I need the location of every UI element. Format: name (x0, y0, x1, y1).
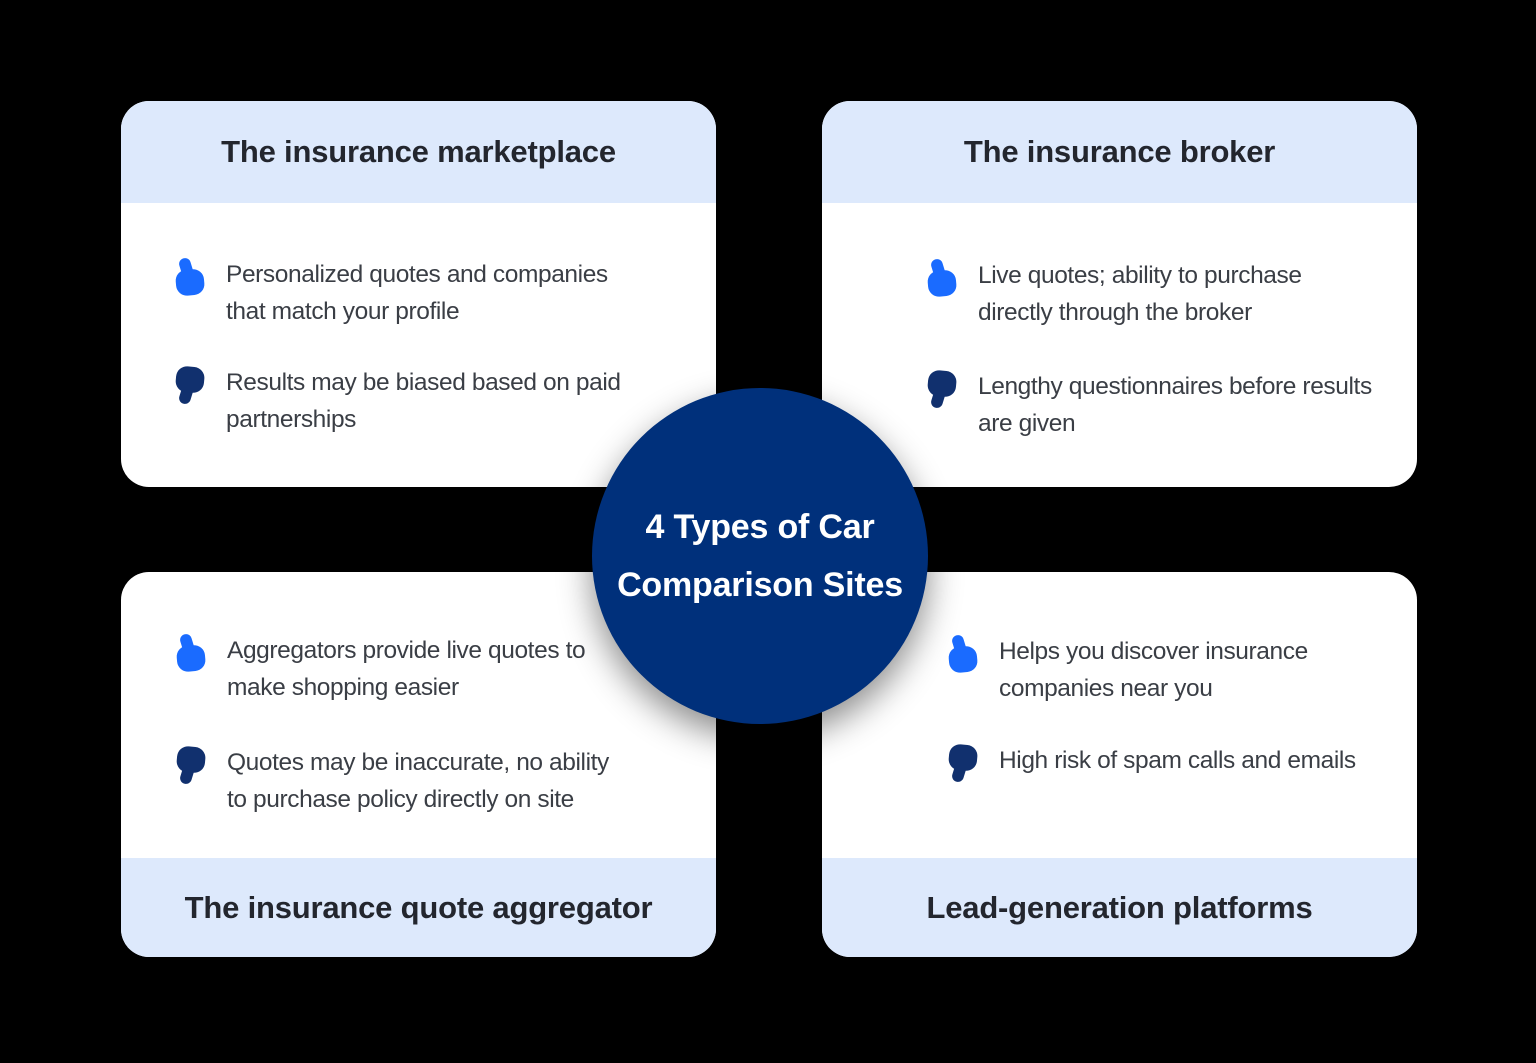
con-item: Quotes may be inaccurate, no ability to … (171, 744, 609, 818)
thumbs-down-icon (922, 369, 962, 409)
pro-item: Personalized quotes and companies that m… (170, 256, 608, 330)
card-insurance-marketplace: The insurance marketplace Personalized q… (121, 101, 716, 487)
con-item: Results may be biased based on paid part… (170, 364, 621, 438)
center-title-badge: 4 Types of Car Comparison Sites (592, 388, 928, 724)
card-header-band: The insurance broker (822, 101, 1417, 203)
thumbs-down-icon (171, 745, 211, 785)
con-text: Results may be biased based on paid part… (226, 369, 621, 433)
center-title-line1: 4 Types of Car (645, 508, 875, 546)
thumbs-up-icon (170, 257, 210, 297)
pro-item: Live quotes; ability to purchase directl… (922, 257, 1302, 331)
thumbs-up-icon (171, 633, 211, 673)
card-title: Lead-generation platforms (926, 889, 1313, 925)
con-text: Lengthy questionnaires before results ar… (978, 373, 1372, 437)
center-title-line2: Comparison Sites (617, 566, 903, 604)
card-footer-band: The insurance quote aggregator (121, 858, 716, 957)
pro-text: Aggregators provide live quotes to make … (227, 637, 586, 701)
pro-item: Aggregators provide live quotes to make … (171, 632, 586, 706)
card-footer-band: Lead-generation platforms (822, 858, 1417, 957)
card-title: The insurance quote aggregator (184, 889, 653, 925)
thumbs-down-icon (170, 365, 210, 405)
pro-text: Live quotes; ability to purchase directl… (978, 262, 1302, 326)
con-text: High risk of spam calls and emails (999, 747, 1356, 774)
card-insurance-broker: The insurance broker Live quotes; abilit… (822, 101, 1417, 487)
con-item: Lengthy questionnaires before results ar… (922, 368, 1372, 442)
con-item: High risk of spam calls and emails (943, 742, 1356, 783)
pro-text: Helps you discover insurance companies n… (999, 638, 1308, 702)
pro-item: Helps you discover insurance companies n… (943, 633, 1308, 707)
con-text: Quotes may be inaccurate, no ability to … (227, 749, 609, 813)
pro-text: Personalized quotes and companies that m… (226, 261, 608, 325)
thumbs-up-icon (922, 258, 962, 298)
card-title: The insurance marketplace (221, 134, 616, 169)
thumbs-down-icon (943, 743, 983, 783)
card-header-band: The insurance marketplace (121, 101, 716, 203)
thumbs-up-icon (943, 634, 983, 674)
card-title: The insurance broker (963, 134, 1276, 169)
card-lead-generation-platforms: Helps you discover insurance companies n… (822, 572, 1417, 957)
